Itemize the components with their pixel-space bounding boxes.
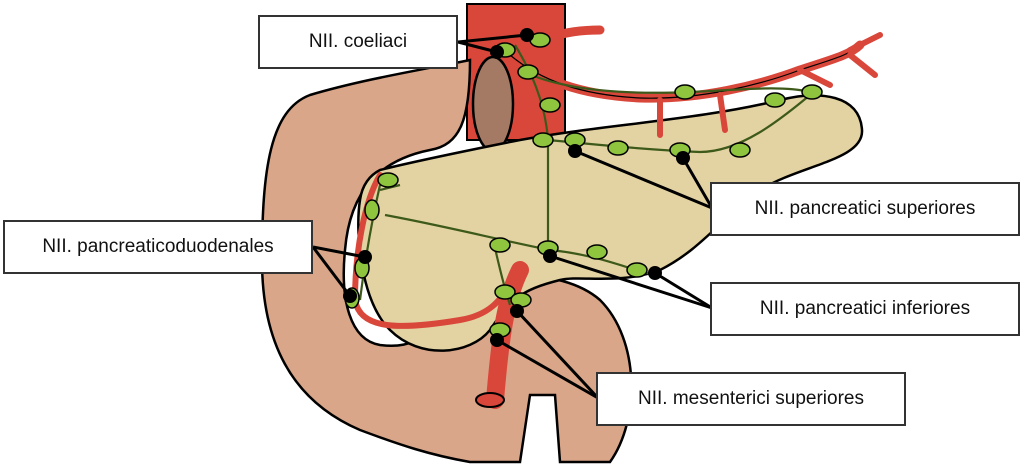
- pointer-line: [549, 254, 713, 310]
- lymph-node: [764, 92, 786, 108]
- label-nll-pancreatici-superiores: NII. pancreatici superiores: [710, 182, 1020, 236]
- splenic-branches: [657, 32, 883, 138]
- lymph-node: [364, 199, 380, 221]
- pointer-dot: [543, 249, 557, 263]
- lymph-nodes: [344, 32, 823, 338]
- pointer-line: [654, 271, 713, 310]
- lymph-node: [674, 84, 696, 100]
- pancreas: [357, 94, 864, 352]
- label-nll-coeliaci: NII. coeliaci: [258, 15, 458, 69]
- pointer-line: [574, 149, 713, 210]
- lymph-node: [377, 172, 399, 188]
- lymph-node: [532, 132, 554, 148]
- pointer-dot: [676, 151, 690, 165]
- lymph-node: [607, 140, 629, 156]
- lymph-node: [586, 244, 608, 260]
- pancreaticoduodenal-artery: [351, 172, 513, 329]
- lymph-node: [489, 237, 511, 253]
- pointer-line: [681, 157, 714, 209]
- label-nll-pancreatici-inferiores: NII. pancreatici inferiores: [710, 282, 1020, 336]
- lymph-node: [801, 84, 823, 100]
- pointer-line: [457, 33, 528, 44]
- lymph-node: [729, 142, 751, 158]
- duodenum: [260, 58, 633, 464]
- lymph-node: [494, 284, 516, 300]
- pointer-line: [515, 309, 600, 400]
- pointer-dot: [490, 333, 504, 347]
- pointer-line: [496, 338, 599, 400]
- pointer-line: [311, 246, 352, 297]
- pointer-dot: [648, 266, 662, 280]
- esophagus-stump: [471, 55, 515, 153]
- pointer-dot: [343, 289, 357, 303]
- pointer-dots: [343, 28, 690, 347]
- pointer-dot: [520, 28, 534, 42]
- lymph-node: [626, 262, 648, 278]
- pointer-dot: [358, 250, 372, 264]
- lymph-node: [517, 64, 539, 80]
- label-nll-pancreaticoduodenales: NII. pancreaticoduodenales: [3, 220, 313, 274]
- pointer-dot: [568, 144, 582, 158]
- pointer-line: [312, 245, 366, 259]
- lymph-node: [539, 97, 561, 113]
- pointer-lines: [311, 33, 714, 400]
- sma-cut-end: [475, 392, 505, 408]
- pointer-dot: [510, 304, 524, 318]
- label-nll-mesenterici-superiores: NII. mesenterici superiores: [596, 372, 906, 426]
- pointer-dot: [490, 45, 504, 59]
